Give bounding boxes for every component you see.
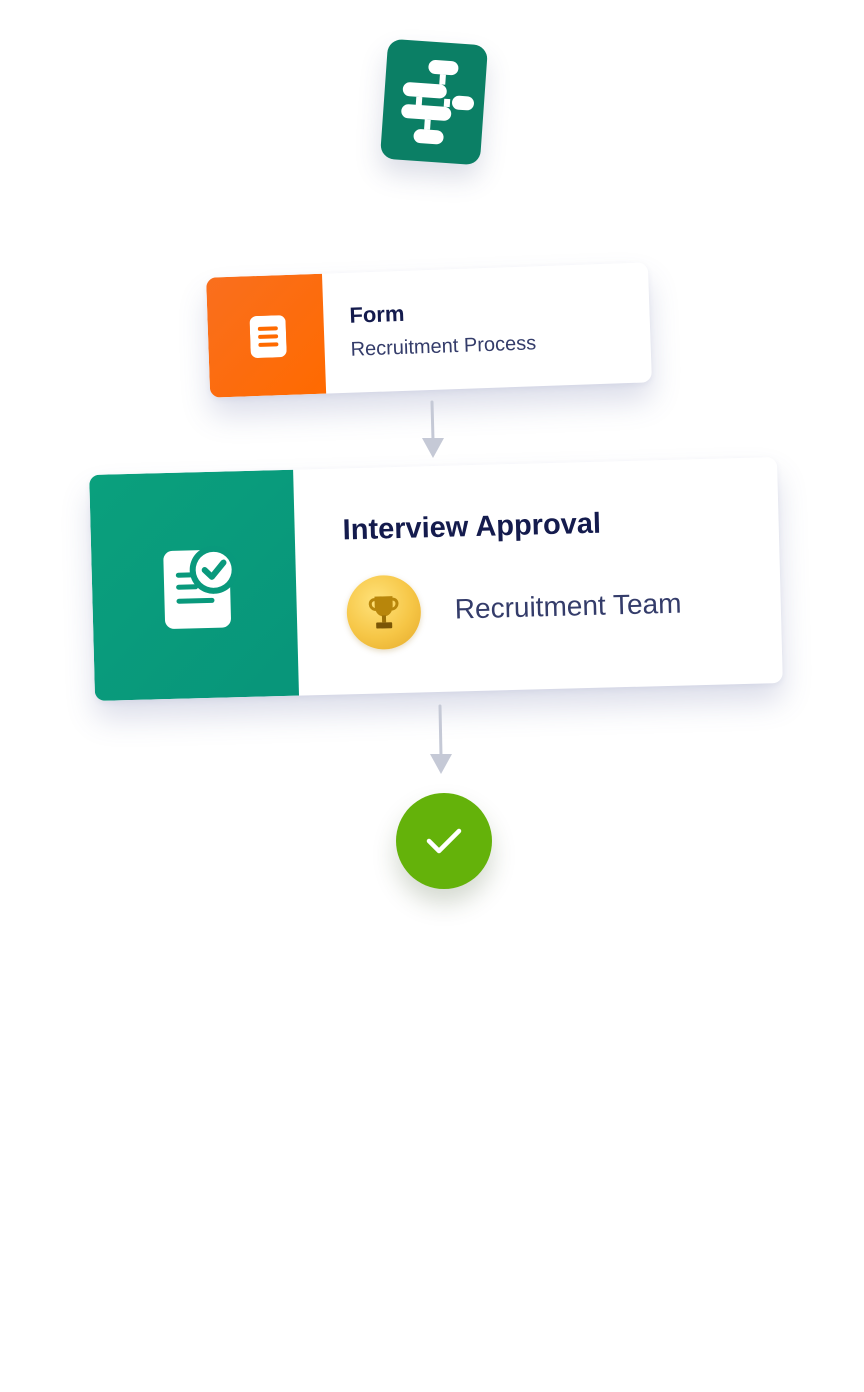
document-icon bbox=[249, 315, 287, 358]
approval-step-accent bbox=[89, 469, 300, 701]
assignee-name: Recruitment Team bbox=[454, 587, 682, 625]
connector-arrow bbox=[422, 400, 444, 458]
workflow-app-icon bbox=[379, 38, 489, 166]
workflow-complete-badge bbox=[396, 793, 492, 889]
approval-step-card[interactable]: Interview Approval Recruitment Team bbox=[89, 457, 783, 701]
checkmark-icon bbox=[426, 828, 462, 854]
approval-check-icon bbox=[163, 545, 238, 629]
trophy-icon bbox=[368, 596, 399, 629]
connector-arrow bbox=[430, 704, 452, 774]
approval-step-title: Interview Approval bbox=[342, 507, 602, 547]
form-step-card[interactable]: Form Recruitment Process bbox=[206, 262, 652, 398]
form-step-accent bbox=[206, 273, 327, 398]
form-step-title: Form bbox=[349, 300, 405, 328]
flowchart-icon bbox=[401, 60, 474, 145]
form-step-subtitle: Recruitment Process bbox=[350, 332, 537, 361]
assignee-avatar bbox=[345, 574, 422, 651]
